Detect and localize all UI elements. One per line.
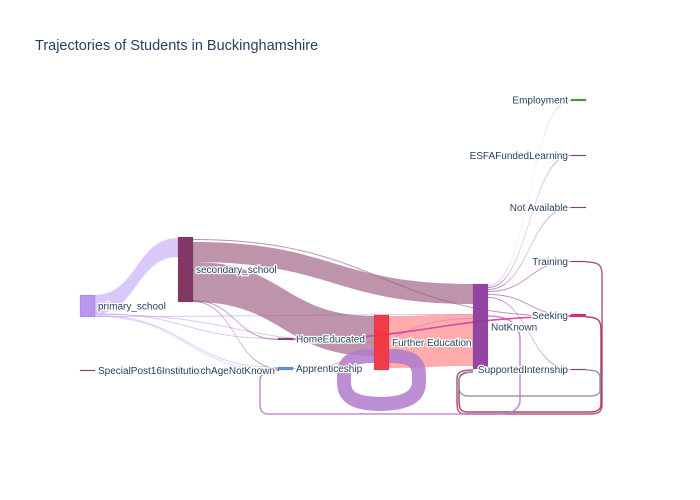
node-SupportedInternship[interactable] bbox=[570, 368, 587, 371]
link-NotKnown-Seeking[interactable] bbox=[488, 294, 571, 316]
node-label-ESFAFundedLearning: ESFAFundedLearning bbox=[470, 151, 568, 162]
node-label-Apprenticeship: Apprenticeship bbox=[296, 364, 363, 375]
node-Apprenticeship[interactable] bbox=[277, 366, 294, 371]
link-primary_school-chAgeNotKnown[interactable] bbox=[95, 316, 278, 371]
nodes-layer bbox=[79, 98, 587, 372]
chart-title: Trajectories of Students in Buckinghamsh… bbox=[35, 38, 318, 54]
link-primary_school-Apprenticeship[interactable] bbox=[95, 315, 278, 368]
node-Employment[interactable] bbox=[570, 98, 587, 102]
node-secondary_school[interactable] bbox=[177, 236, 194, 303]
node-label-SpecialPost16Institution: SpecialPost16Institution bbox=[98, 366, 205, 377]
labels-layer: primary_school secondary_schoolSpecialPos… bbox=[97, 94, 570, 378]
node-label-FurtherEducation: Further Education bbox=[392, 338, 472, 349]
node-label-chAgeNotKnown: chAgeNotKnown bbox=[201, 366, 276, 377]
link-secondary_school-HomeEducated[interactable] bbox=[193, 300, 278, 340]
link-secondary_school-Apprenticeship[interactable] bbox=[193, 301, 278, 369]
link-primary_school-secondary_school[interactable] bbox=[95, 238, 178, 314]
link-SupportedInternship-NotKnown[interactable] bbox=[458, 369, 601, 397]
link-primary_school-HomeEducated[interactable] bbox=[95, 313, 278, 339]
link-FurtherEducation-FurtherEducation[interactable] bbox=[337, 349, 426, 411]
link-NotKnown-NotAvailable[interactable] bbox=[488, 207, 571, 290]
link-NotKnown-Employment[interactable] bbox=[488, 100, 571, 286]
node-label-NotAvailable: Not Available bbox=[510, 203, 569, 214]
link-Training-NotKnown[interactable] bbox=[456, 261, 603, 415]
link-NotKnown-Training[interactable] bbox=[488, 261, 571, 292]
node-label-Training: Training bbox=[532, 257, 568, 268]
link-secondary_school-Seeking[interactable] bbox=[193, 239, 571, 317]
link-NotKnown-SupportedInternship[interactable] bbox=[488, 297, 571, 370]
link-NotKnown-HomeEducated[interactable] bbox=[259, 315, 521, 415]
node-SpecialPost16Institution[interactable] bbox=[79, 369, 96, 372]
node-label-Seeking: Seeking bbox=[532, 311, 568, 322]
node-Training[interactable] bbox=[570, 260, 587, 263]
link-NotKnown-ESFAFundedLearning[interactable] bbox=[488, 155, 571, 288]
node-HomeEducated[interactable] bbox=[277, 337, 294, 341]
link-primary_school-FurtherEducation[interactable] bbox=[95, 314, 374, 343]
node-label-SupportedInternship: SupportedInternship bbox=[478, 365, 569, 376]
link-secondary_school-NotKnown[interactable] bbox=[193, 242, 473, 304]
node-label-HomeEducated: HomeEducated bbox=[296, 335, 365, 346]
node-primary_school[interactable] bbox=[79, 294, 96, 318]
link-HomeEducated-Seeking[interactable] bbox=[292, 315, 572, 340]
node-label-NotKnown: NotKnown bbox=[491, 323, 537, 334]
node-label-primary_school: primary_school bbox=[98, 302, 166, 313]
node-label-secondary_school: secondary_school bbox=[196, 265, 277, 276]
node-label-Employment: Employment bbox=[512, 96, 568, 107]
node-NotAvailable[interactable] bbox=[570, 206, 587, 209]
node-Seeking[interactable] bbox=[570, 313, 587, 318]
node-FurtherEducation[interactable] bbox=[373, 314, 390, 371]
node-ESFAFundedLearning[interactable] bbox=[570, 154, 587, 157]
link-secondary_school-FurtherEducation[interactable] bbox=[193, 262, 374, 356]
node-NotKnown[interactable] bbox=[472, 283, 489, 370]
